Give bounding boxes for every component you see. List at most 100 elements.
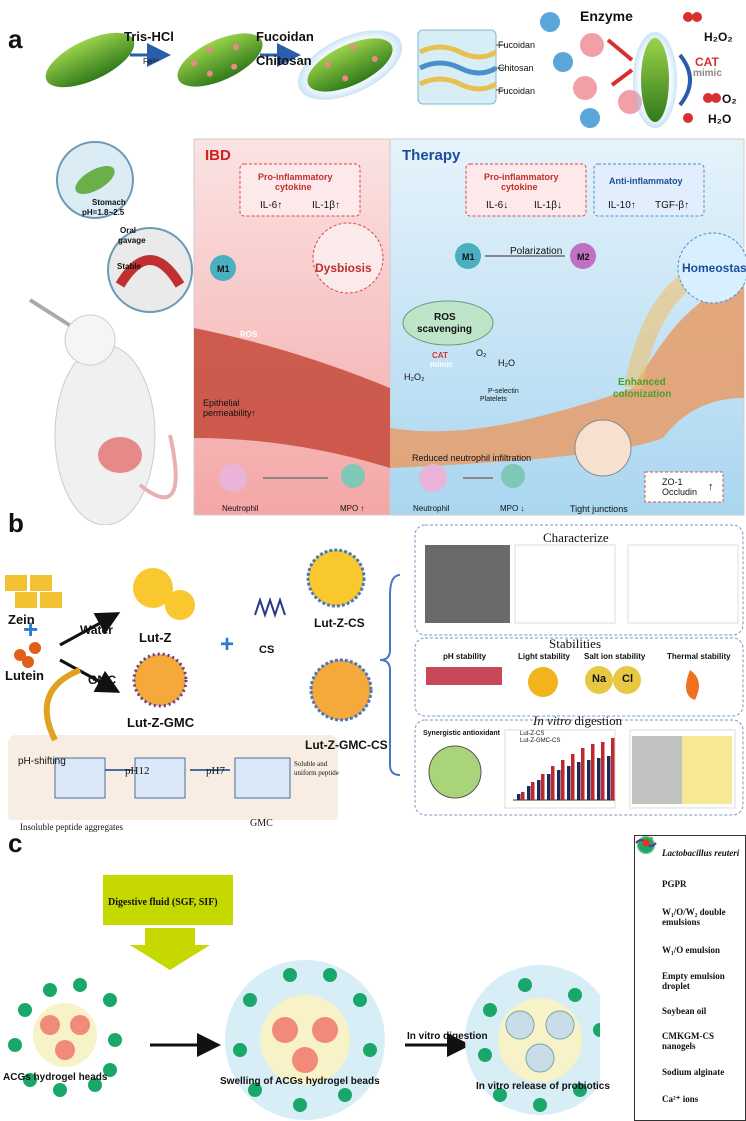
lut-z-label: Lut-Z bbox=[139, 630, 172, 645]
in-vitro-title: In vitro digestion bbox=[533, 713, 622, 729]
cat-mimic-therapy-b: mimic bbox=[430, 360, 454, 369]
bar bbox=[561, 760, 565, 800]
layer-chitosan: Chitosan bbox=[498, 63, 534, 73]
bar bbox=[591, 744, 595, 800]
oral-label: Oral bbox=[120, 226, 137, 235]
panel-c-letter: c bbox=[8, 828, 23, 858]
enzyme-label: Enzyme bbox=[580, 8, 633, 24]
soluble-b-label: uniform peptide bbox=[294, 769, 339, 777]
layer-fucoidan-bottom: Fucoidan bbox=[498, 86, 536, 96]
in-vitro-italic: In vitro bbox=[533, 713, 572, 728]
bar bbox=[571, 754, 575, 800]
legend-row: PGPR bbox=[635, 837, 745, 898]
homeostasis-label: Homeostasis bbox=[682, 261, 746, 275]
o2-label: O₂ bbox=[722, 92, 737, 106]
zo1-label: ZO-1 bbox=[662, 477, 683, 487]
lut-z-gmc-cs-label: Lut-Z-GMC-CS bbox=[305, 738, 388, 752]
lut-z-gmc-label: Lut-Z-GMC bbox=[127, 715, 195, 730]
p-selectin-label: P-selectin bbox=[488, 388, 519, 395]
bar bbox=[517, 794, 521, 800]
bar bbox=[607, 756, 611, 800]
digestive-fluid-label: Digestive fluid (SGF, SIF) bbox=[108, 897, 218, 908]
bar bbox=[597, 758, 601, 800]
svg-text:+: + bbox=[23, 614, 38, 644]
characterize-title: Characterize bbox=[543, 530, 609, 545]
gmc-label: GMC bbox=[88, 673, 116, 687]
polarization-label: Polarization bbox=[510, 246, 563, 257]
light-stability-label: Light stability bbox=[518, 652, 570, 661]
legend-lut-z-gmc-cs: Lut-Z-GMC-CS bbox=[520, 738, 561, 744]
legend-lut-z-cs: Lut-Z-CS bbox=[520, 731, 545, 737]
legend-label: W₁/O/W₂ double emulsions bbox=[662, 907, 726, 927]
pro-inflam-right-a: Pro-inflammatory bbox=[484, 172, 559, 182]
legend-label: Sodium alginate bbox=[662, 1067, 725, 1077]
legend-row: Ca²⁺ ions bbox=[635, 839, 745, 1112]
pro-inflam-right-b: cytokine bbox=[501, 182, 538, 192]
legend-label: W₁/O emulsion bbox=[662, 945, 720, 955]
neutrophil-right-label: Neutrophil bbox=[413, 504, 450, 513]
bar bbox=[601, 742, 605, 800]
tight-junctions-label: Tight junctions bbox=[570, 504, 628, 514]
cl-label: Cl bbox=[622, 673, 633, 685]
stabilities-title: Stabilities bbox=[549, 636, 601, 651]
reduced-neutrophil-label: Reduced neutrophil infiltration bbox=[412, 453, 532, 463]
legend-label: PGPR bbox=[662, 879, 687, 889]
ros-scavenging-a: ROS bbox=[434, 312, 456, 323]
caption-hydrogel-heads: ACGs hydrogel heads bbox=[3, 1072, 108, 1083]
soluble-a-label: Soluble and bbox=[294, 760, 328, 768]
occludin-label: Occludin bbox=[662, 487, 698, 497]
gmc-bottom-label: GMC bbox=[250, 818, 273, 829]
panel-b-letter: b bbox=[8, 508, 24, 538]
in-vitro-digestion-label: In vitro digestion bbox=[407, 1031, 488, 1042]
epithelial-b: permeability↑ bbox=[203, 408, 257, 418]
ros-label: ROS bbox=[240, 330, 258, 339]
bar bbox=[611, 738, 615, 800]
chitosan-step-label: Chitosan bbox=[256, 53, 312, 68]
epithelial-a: Epithelial bbox=[203, 398, 240, 408]
svg-text:+: + bbox=[220, 631, 234, 658]
platelets-label: Platelets bbox=[480, 396, 507, 403]
il10-up-label: IL-10↑ bbox=[608, 200, 636, 211]
salt-stability-label: Salt ion stability bbox=[584, 652, 646, 661]
insoluble-label: Insoluble peptide aggregates bbox=[20, 822, 123, 832]
il1b-up-label: IL-1β↑ bbox=[312, 200, 340, 211]
legend-row: CMKGM-CS nanogels bbox=[635, 837, 745, 1058]
digestion-word: digestion bbox=[574, 713, 623, 728]
cs-label: CS bbox=[259, 644, 275, 656]
pro-inflam-left-a: Pro-inflammatory bbox=[258, 172, 333, 182]
cat-label: CAT bbox=[695, 55, 719, 69]
panel-b-graphic: + + bbox=[5, 524, 744, 820]
il1b-down-label: IL-1β↓ bbox=[534, 200, 562, 211]
m1-left-label: M1 bbox=[217, 264, 230, 274]
cat-mimic-therapy-a: CAT bbox=[432, 351, 448, 360]
digestion-bar-chart bbox=[513, 738, 615, 801]
mpo-up-label: MPO ↑ bbox=[340, 504, 365, 513]
bar bbox=[547, 774, 551, 800]
bar bbox=[541, 774, 545, 800]
caption-release: In vitro release of probiotics bbox=[476, 1081, 610, 1092]
bacterium-icon bbox=[45, 32, 135, 88]
bar bbox=[577, 762, 581, 800]
zein-label: Zein bbox=[8, 612, 35, 627]
bar bbox=[551, 766, 555, 800]
enhanced-b: colonization bbox=[613, 389, 672, 400]
occludin-up-arrow: ↑ bbox=[708, 481, 714, 493]
legend-row: Empty emulsion droplet bbox=[635, 837, 745, 998]
gavage-label: gavage bbox=[118, 236, 146, 245]
ph12-label: pH12 bbox=[125, 765, 150, 777]
fucoidan-step-label: Fucoidan bbox=[256, 29, 314, 44]
ros-scavenging-b: scavenging bbox=[417, 324, 473, 335]
thermal-stability-label: Thermal stability bbox=[667, 652, 731, 661]
na-label: Na bbox=[592, 673, 607, 685]
h2o2-therapy: H₂O₂ bbox=[404, 372, 425, 382]
ph-shifting-label: pH-shifting bbox=[18, 756, 66, 767]
mouse-graphic bbox=[28, 141, 193, 525]
caption-swelling: Swelling of ACGs hydrogel beads bbox=[220, 1076, 380, 1087]
anti-inflam-label: Anti-inflammatoy bbox=[609, 176, 683, 186]
legend-label: Ca²⁺ ions bbox=[662, 1094, 699, 1104]
panel-a-synthesis-graphic bbox=[45, 12, 721, 128]
water-label: Water bbox=[80, 623, 113, 637]
stomach-ph-label: pH=1.8~2.5 bbox=[82, 208, 125, 217]
mimic-label: mimic bbox=[693, 68, 722, 79]
